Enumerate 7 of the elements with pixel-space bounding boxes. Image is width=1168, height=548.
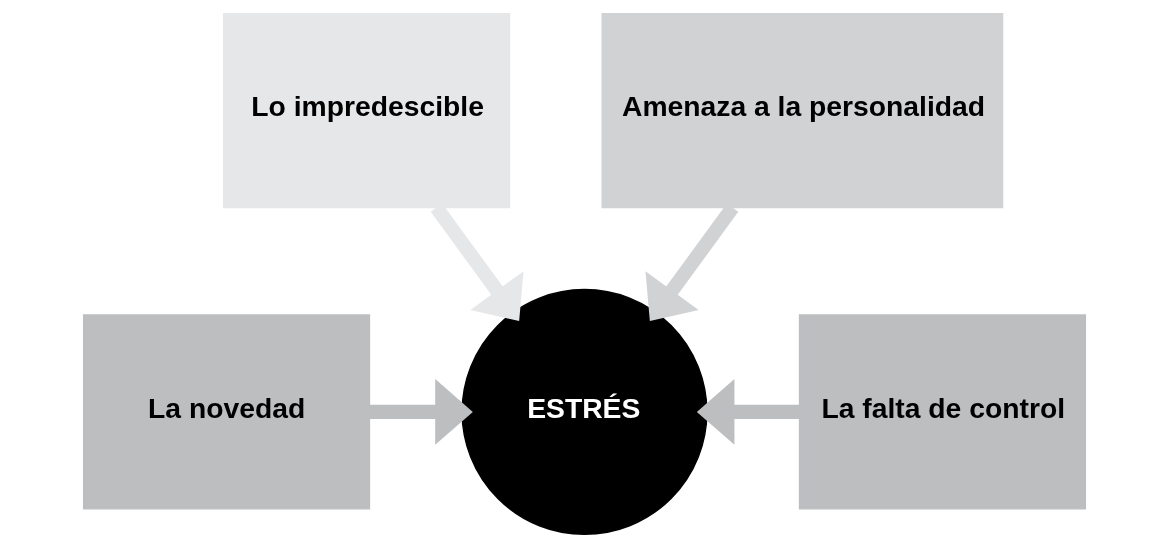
node-circle: ESTRÉS: [460, 288, 708, 536]
arrow: [696, 379, 799, 445]
arrow: [369, 379, 473, 445]
node-box: Lo impredescible: [222, 12, 510, 209]
node-box: La falta de control: [798, 314, 1086, 510]
node-box: La novedad: [82, 314, 370, 510]
node-box: Amenaza a la personalidad: [601, 12, 1003, 209]
